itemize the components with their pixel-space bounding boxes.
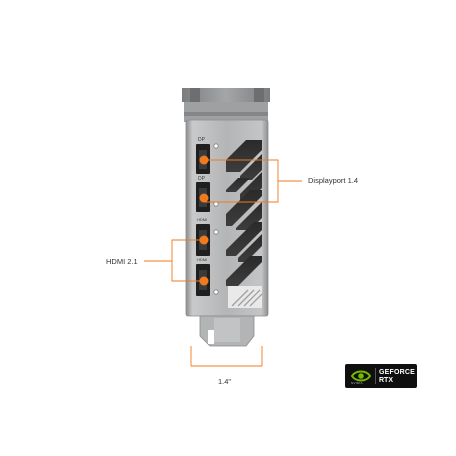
hdmi-label: HDMI 2.1 [106,257,138,266]
port-4-label: HDMI [197,257,207,262]
port-2-displayport [196,182,210,212]
bracket-screw-holes [213,143,219,295]
port-2-label: DP [198,176,206,182]
badge-geforce-text: GEFORCE [379,369,416,376]
port-1-label: DP [198,137,206,143]
displayport-callout [204,159,302,203]
width-label: 1.4" [218,377,232,386]
port-1-displayport [196,144,210,174]
nvidia-brand-text: NVIDIA [351,381,363,385]
badge-rtx-text: RTX [379,377,393,384]
bracket-top-flange [182,88,270,122]
nvidia-eye-icon [350,370,372,382]
vent-grille [226,140,263,308]
width-dimension [190,346,263,367]
port-4-hdmi [196,264,210,296]
badge-divider [375,368,376,384]
geforce-rtx-badge: NVIDIA GEFORCE RTX [345,364,417,388]
hdmi-callout [144,239,204,282]
port-3-label: HDMI [197,217,207,222]
displayport-label: Displayport 1.4 [308,176,359,185]
